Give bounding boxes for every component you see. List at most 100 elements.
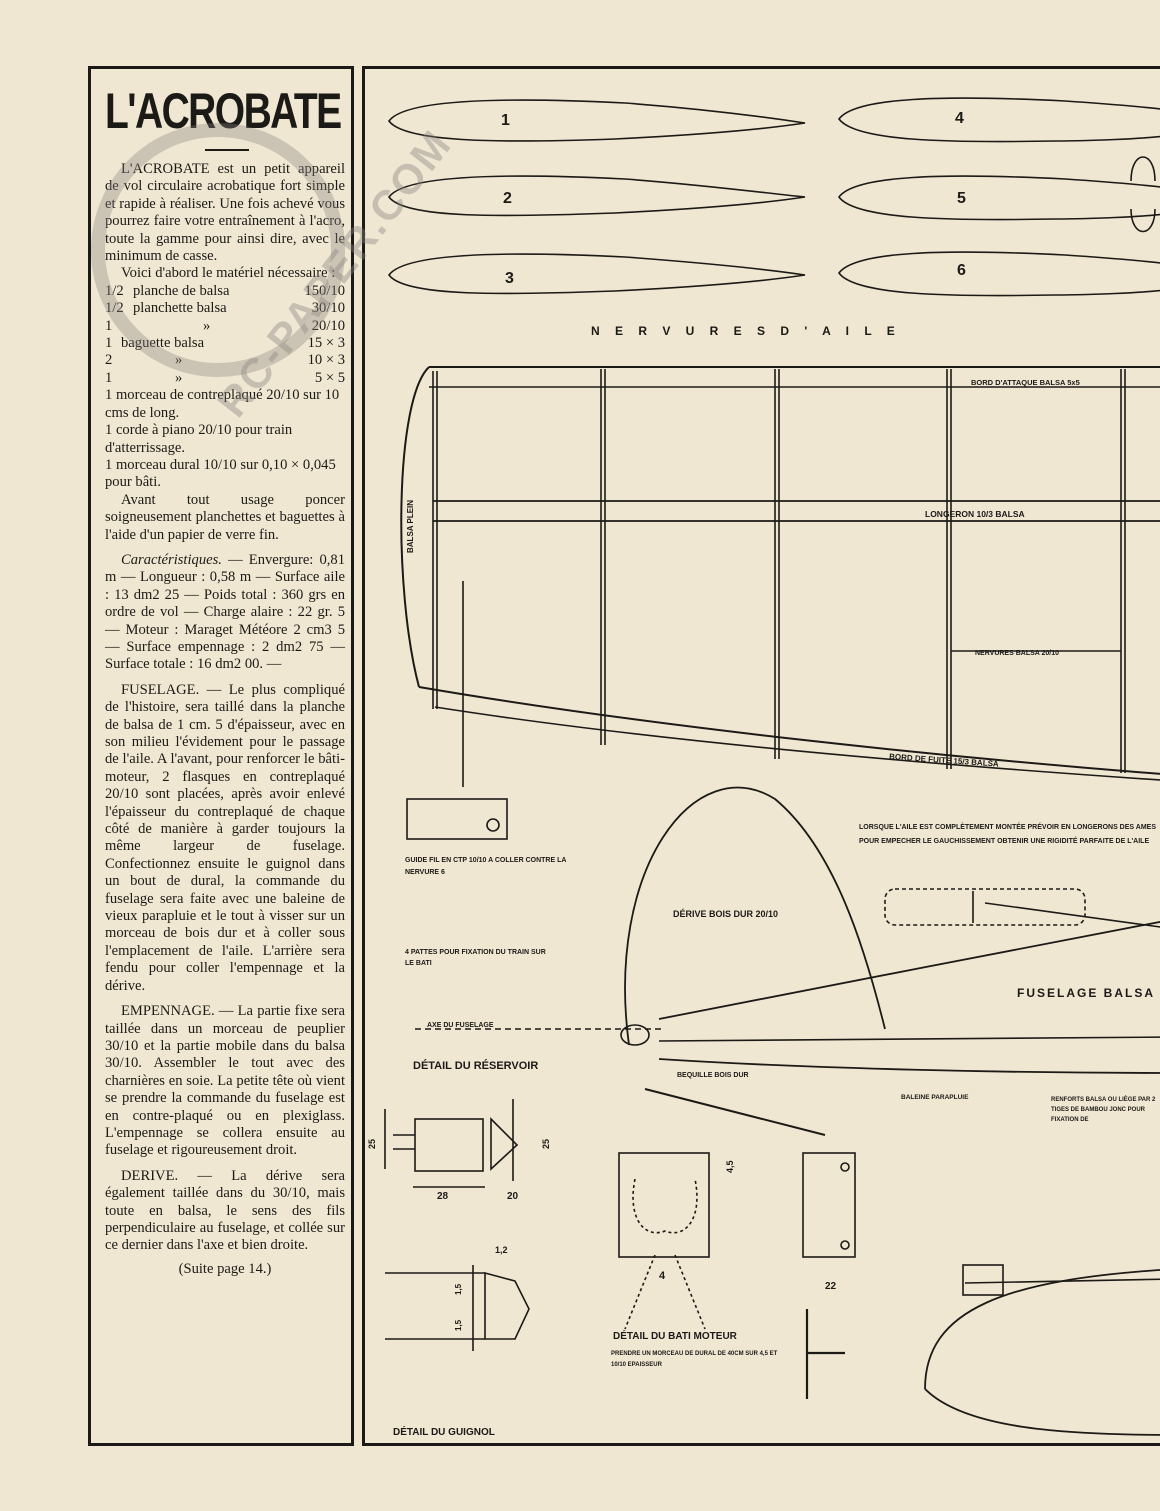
plan-drawing: 1 2 3 4 5 6 N E R V U R E S D ' A I L E …	[362, 66, 1160, 1446]
reinforcements-label: RENFORTS BALSA OU LIÈGE PAR 2 TIGES DE B…	[1051, 1097, 1156, 1123]
materials-intro: Voici d'abord le matériel nécessaire :	[121, 265, 336, 282]
fuselage-label: FUSELAGE BALSA	[1017, 986, 1155, 1000]
rib-number: 1	[501, 112, 510, 129]
wing-note-label: LORSQUE L'AILE EST COMPLÈTEMENT MONTÉE P…	[859, 824, 1156, 845]
dimension-label: 20	[507, 1191, 519, 1202]
wire-guide-label: GUIDE FIL EN CTP 10/10 A COLLER CONTRE L…	[405, 857, 567, 876]
engine-mount-label: DÉTAIL DU BATI MOTEUR	[613, 1329, 738, 1342]
list-item: 1 morceau de contreplaqué 20/10 sur 10 c…	[105, 387, 340, 421]
continued-note: (Suite page 14.)	[178, 1260, 272, 1277]
rib-line	[774, 369, 780, 759]
list-item: 1 corde à piano 20/10 pour train d'atter…	[105, 422, 293, 456]
fuselage-paragraph: FUSELAGE. — Le plus compliqué de l'histo…	[105, 681, 345, 994]
spar-lines	[433, 500, 1160, 522]
list-item: 1 » 20/10	[105, 317, 345, 334]
hole	[840, 1240, 850, 1250]
article-column: L'ACROBATE L'ACROBATE est un petit appar…	[88, 66, 354, 1446]
tank-shape	[414, 1118, 484, 1172]
rib-5-outline	[838, 175, 1160, 221]
article-title: L'ACROBATE	[105, 83, 342, 139]
fuselage-axis-label: AXE DU FUSELAGE	[427, 1022, 494, 1029]
rib-4-outline	[838, 97, 1160, 143]
trailing-edge-inner	[434, 706, 1160, 781]
rib-number: 4	[955, 110, 964, 127]
horn-rod	[385, 1272, 485, 1340]
intro-paragraph: L'ACROBATE est un petit appareil de vol …	[105, 161, 345, 265]
rib-1-outline	[388, 99, 806, 142]
rib-2-outline	[388, 175, 806, 217]
dimension-label: 4,5	[725, 1160, 735, 1173]
trailing-edge-line	[418, 686, 1160, 775]
rib-line	[1120, 369, 1126, 773]
materials-list: 1/2 planche de balsa 150/10 1/2 planchet…	[105, 283, 345, 492]
hole	[840, 1162, 850, 1172]
wing-tip-outline	[400, 366, 430, 688]
title-rule	[205, 149, 249, 151]
dimension-label: 1,2	[495, 1245, 508, 1255]
dimension-label: 4	[659, 1270, 666, 1282]
dimension-label: 22	[825, 1281, 837, 1292]
leader-line	[984, 902, 1160, 928]
list-item: 1/2 planche de balsa 150/10	[105, 282, 345, 299]
reinforcements-box: RENFORTS BALSA OU LIÈGE PAR 2 TIGES DE B…	[1051, 1097, 1156, 1123]
gear-tabs-label: 4 PATTES POUR FIXATION DU TRAIN SUR LE B…	[405, 949, 546, 967]
horn-pivot	[620, 1024, 650, 1046]
engine-mount-plate	[618, 1152, 710, 1258]
control-rod	[658, 1036, 1160, 1042]
list-item: 1/2 planchette balsa 30/10	[105, 300, 345, 317]
fuselage-top	[658, 920, 1160, 1020]
ribs-title: N E R V U R E S D ' A I L E	[591, 324, 901, 338]
solid-tip-label: BALSA PLEIN	[406, 500, 415, 553]
derive-paragraph: DERIVE. — La dérive sera également taill…	[105, 1167, 346, 1254]
tank-detail-label: DÉTAIL DU RÉSERVOIR	[413, 1059, 538, 1072]
tank-side	[490, 1117, 519, 1171]
list-item: 1 morceau dural 10/10 sur 0,10 × 0,045 p…	[105, 456, 336, 491]
dimension-label: 1,5	[454, 1319, 463, 1331]
wing-section	[884, 888, 1086, 926]
rib-number: 5	[957, 190, 966, 207]
fin-outline	[624, 786, 886, 1046]
dimension-label: 25	[541, 1139, 551, 1149]
gear-tabs-box: 4 PATTES POUR FIXATION DU TRAIN SUR LE B…	[405, 949, 546, 967]
list-item: 2 » 10 × 3	[105, 352, 345, 369]
list-item: 1 baguette balsa 15 × 3	[105, 335, 345, 352]
wire-guide-shape	[406, 798, 508, 840]
engine-mount-fold	[624, 1254, 706, 1330]
tailplane-outline	[924, 1388, 1160, 1436]
leading-edge-label: BORD D'ATTAQUE BALSA 5x5	[971, 378, 1080, 387]
fin-label: DÉRIVE BOIS DUR 20/10	[673, 909, 778, 919]
wire-guide-label-box: GUIDE FIL EN CTP 10/10 A COLLER CONTRE L…	[405, 857, 567, 876]
tailplane-slot	[962, 1264, 1004, 1296]
hinge-line	[964, 1278, 1160, 1284]
engine-mount-cut	[632, 1178, 698, 1234]
hole	[486, 818, 500, 832]
specs-paragraph: Caractéristiques. — Envergure: 0,81 m — …	[105, 551, 346, 673]
dimension-label: 28	[437, 1191, 449, 1202]
tank-tube	[393, 1134, 415, 1150]
dimension-label: 1,5	[454, 1283, 463, 1295]
empennage-paragraph: EMPENNAGE. — La partie fixe sera taillée…	[105, 1003, 346, 1159]
rib-number: 3	[505, 270, 514, 287]
rib-line	[600, 369, 606, 745]
list-item: 1 » 5 × 5	[105, 369, 345, 386]
skid-label: BEQUILLE BOIS DUR	[677, 1072, 749, 1079]
rib-6-outline	[838, 251, 1160, 297]
rib-number: 2	[503, 190, 512, 207]
engine-mount-note-box: PRENDRE UN MORCEAU DE DURAL DE 40CM SUR …	[611, 1351, 778, 1368]
tip-detail	[1130, 208, 1156, 233]
plan-svg: 1 2 3 4 5 6 N E R V U R E S D ' A I L E …	[367, 97, 1160, 1438]
gear-bracket	[805, 1309, 845, 1399]
umbrella-rib-label: BALEINE PARAPLUIE	[901, 1094, 969, 1101]
spar-label: LONGERON 10/3 BALSA	[925, 509, 1025, 519]
wing-note-box: LORSQUE L'AILE EST COMPLÈTEMENT MONTÉE P…	[859, 824, 1156, 845]
tail-skid	[644, 1088, 826, 1136]
horn-plate	[484, 1271, 530, 1340]
rib-3-outline	[388, 253, 806, 295]
prep-paragraph: Avant tout usage poncer soigneusement pl…	[105, 491, 345, 543]
engine-mount-note: PRENDRE UN MORCEAU DE DURAL DE 40CM SUR …	[611, 1351, 778, 1368]
rib-line	[432, 371, 438, 709]
ribs-note-label: NERVURES BALSA 20/10	[975, 650, 1059, 657]
fuselage-bottom	[658, 1058, 1160, 1074]
rib-number: 6	[957, 262, 966, 279]
